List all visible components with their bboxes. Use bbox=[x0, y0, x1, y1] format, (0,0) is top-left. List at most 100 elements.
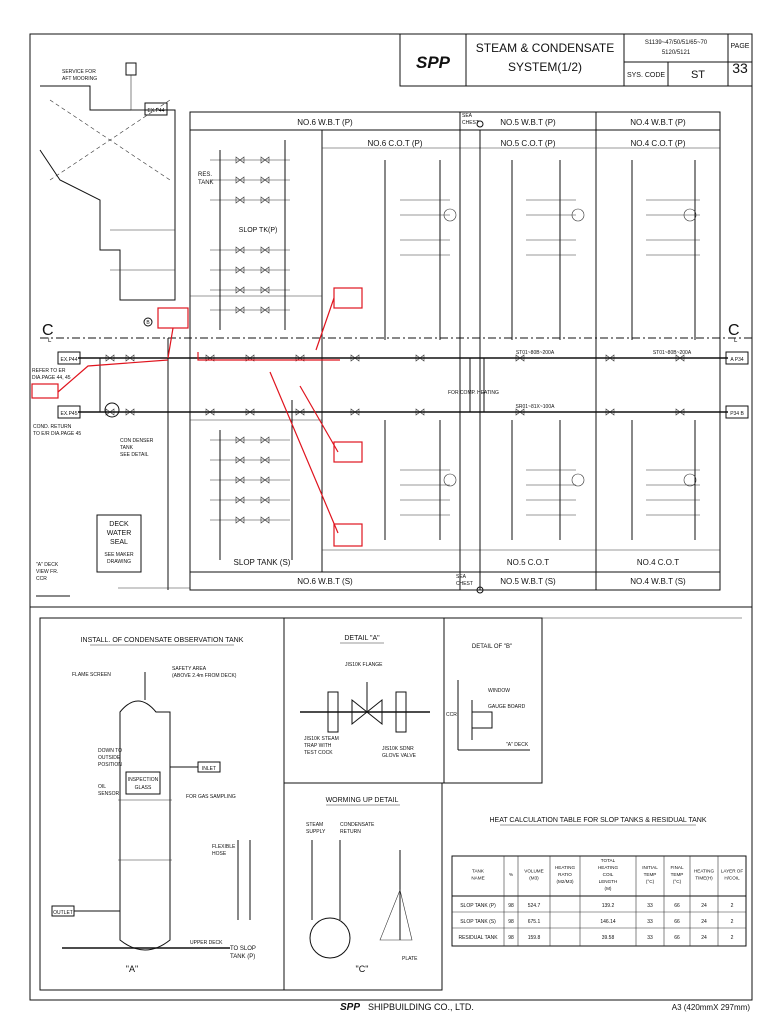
heat-table-cell: 2 bbox=[731, 935, 734, 941]
a-deck-note-1: "A" DECK bbox=[36, 562, 59, 568]
heat-table-cell: 98 bbox=[508, 935, 514, 941]
to-slop-2: TANK (P) bbox=[230, 954, 255, 960]
heat-table-header-cell: (M3) bbox=[529, 876, 539, 881]
heat-table-cell: 2 bbox=[731, 903, 734, 909]
spp-logo: SPP bbox=[416, 53, 451, 72]
observation-tank-body bbox=[119, 700, 171, 951]
heat-table-header-cell: TOTAL bbox=[601, 858, 616, 863]
outlet-label: OUTLET bbox=[53, 910, 73, 916]
heat-table-header-cell: (°C) bbox=[673, 879, 682, 884]
heat-table-cell: 33 bbox=[647, 919, 653, 925]
cond-return-note-1: COND. RETURN bbox=[33, 424, 72, 430]
heat-table-cell: SLOP TANK (P) bbox=[460, 903, 496, 909]
page-number: 33 bbox=[732, 60, 748, 76]
heat-table-header-cell: VOLUME bbox=[524, 869, 543, 874]
heat-table-header-cell: HEATING bbox=[694, 869, 715, 874]
steam-trap-1: JIS10K STEAM bbox=[304, 736, 339, 742]
markup-box-2[interactable] bbox=[157, 307, 189, 329]
detail-a-title: DETAIL "A" bbox=[344, 635, 380, 642]
a-deck-label: "A" DECK bbox=[506, 742, 529, 748]
markup-box-3[interactable] bbox=[333, 287, 363, 309]
heat-table-header-cell: LENGTH bbox=[599, 879, 618, 884]
svg-text:EX.P44: EX.P44 bbox=[148, 108, 165, 114]
heat-table-header-cell: LAYER OF bbox=[721, 869, 744, 874]
footer-company: SHIPBUILDING CO., LTD. bbox=[368, 1002, 474, 1012]
tank-no5-wbt-p: NO.5 W.B.T (P) bbox=[500, 118, 556, 127]
a-deck-note-2: VIEW FR. bbox=[36, 569, 58, 575]
detail-b: DETAIL OF "B" WINDOW GAUGE BOARD CCR "A"… bbox=[443, 617, 543, 784]
tank-no4-wbt-s: NO.4 W.B.T (S) bbox=[630, 577, 686, 586]
detail-a: DETAIL "A" JIS10K FLANGE JIS10K STEAM TR… bbox=[283, 617, 445, 784]
heat-table-cell: 98 bbox=[508, 919, 514, 925]
cl-mark-right: C bbox=[728, 322, 740, 339]
connector-ex-p44-label: EX.P44 bbox=[61, 357, 78, 363]
condenser-area: CON DENSER TANK SEE DETAIL DECK WATER SE… bbox=[36, 402, 190, 597]
inspection-2: GLASS bbox=[135, 785, 152, 791]
warming-up-detail: WORMING UP DETAIL STEAM SUPPLY CONDENSAT… bbox=[283, 782, 443, 991]
sys-code-value: ST bbox=[691, 69, 705, 81]
heat-table-header-cell: HEATING bbox=[555, 865, 576, 870]
tank-no5-cot-p: NO.5 C.O.T (P) bbox=[501, 139, 556, 148]
hull-nos-1: S1139~47/50/51/65~70 bbox=[645, 40, 708, 46]
sheet-border bbox=[29, 33, 753, 1001]
heat-table-cell: RESIDUAL TANK bbox=[458, 935, 498, 941]
connector-p34-b[interactable] bbox=[725, 405, 749, 419]
heat-table-cell: 24 bbox=[701, 935, 707, 941]
connector-ex-p45[interactable] bbox=[57, 405, 81, 419]
heat-table-header-cell: TEMP bbox=[671, 872, 684, 877]
oil-sensor-1: OIL bbox=[98, 784, 106, 790]
markup-box-4[interactable] bbox=[333, 441, 363, 463]
steam-supply-1: STEAM bbox=[306, 822, 323, 828]
connector-p34-a[interactable] bbox=[725, 351, 749, 365]
steam-trap-3: TEST COCK bbox=[304, 750, 333, 756]
footer-paper-size: A3 (420mmX 297mm) bbox=[672, 1003, 751, 1012]
connector-ex-p45-label: EX.P45 bbox=[61, 411, 78, 417]
plate-label: PLATE bbox=[402, 956, 418, 962]
slop-tank-s: SLOP TANK (S) bbox=[234, 558, 291, 567]
condenser-note-3: SEE DETAIL bbox=[120, 452, 149, 458]
service-note-2: AFT MOORING bbox=[62, 76, 97, 82]
down-to-1: DOWN TO bbox=[98, 748, 122, 754]
heat-table-header-cell: TIME(H) bbox=[695, 876, 713, 881]
heat-table-cell: 2 bbox=[731, 919, 734, 925]
sea-chest-bot-2: CHEST bbox=[456, 581, 473, 587]
safety-area-1: SAFETY AREA bbox=[172, 666, 207, 672]
heat-table-header: TANKNAME%VOLUME(M3)HEATINGRATIO(M2/M3)TO… bbox=[471, 856, 743, 946]
condenser-note-1: CON DENSER bbox=[120, 438, 154, 444]
markup-box-5[interactable] bbox=[333, 523, 363, 547]
refer-note-2: DIA.PAGE 44, 45 bbox=[32, 375, 71, 381]
heat-table-cell: 66 bbox=[674, 935, 680, 941]
heat-table-header-cell: % bbox=[509, 872, 513, 877]
for-comp-heating: FOR COMP. HEATING bbox=[448, 390, 499, 396]
heat-table-cell: 33 bbox=[647, 903, 653, 909]
a-deck-note-3: CCR bbox=[36, 576, 47, 582]
cl-sub-left: L bbox=[48, 338, 52, 344]
heat-table-cell: 146.14 bbox=[600, 919, 616, 925]
steam-supply-2: SUPPLY bbox=[306, 829, 326, 835]
steam-main-label-2: ST01~80B~200A bbox=[653, 350, 692, 356]
deck-label-1: DECK bbox=[109, 521, 129, 528]
safety-area-2: (ABOVE 2.4m FROM DECK) bbox=[172, 673, 237, 679]
heat-table-cell: 24 bbox=[701, 903, 707, 909]
heat-table-cell: 39.58 bbox=[602, 935, 615, 941]
footer-logo: SPP bbox=[340, 1002, 360, 1013]
tank-no6-wbt-s: NO.6 W.B.T (S) bbox=[297, 577, 353, 586]
heat-table-cell: 24 bbox=[701, 919, 707, 925]
markup-box-1[interactable] bbox=[31, 383, 59, 399]
install-title: INSTALL. OF CONDENSATE OBSERVATION TANK bbox=[81, 637, 244, 644]
heat-table-header-cell: HEATING bbox=[598, 865, 619, 870]
cond-return-note-2: TO E/R DIA.PAGE 45 bbox=[33, 431, 81, 437]
cond-main-label: SR01~81X~100A bbox=[516, 404, 556, 410]
heat-table-cell: 139.2 bbox=[602, 903, 615, 909]
sea-chest-top-1: SEA bbox=[462, 113, 473, 119]
svg-text:B: B bbox=[146, 320, 150, 326]
view-a-label: "A" bbox=[126, 964, 138, 974]
inspection-glass bbox=[125, 771, 161, 795]
connector-ex-p44[interactable] bbox=[57, 351, 81, 365]
cl-mark-left: C bbox=[42, 322, 54, 339]
refer-note-1: REFER TO ER bbox=[32, 368, 66, 374]
heat-table-header-cell: FINAL bbox=[670, 865, 683, 870]
detail-observation-tank: INSTALL. OF CONDENSATE OBSERVATION TANK … bbox=[39, 617, 285, 991]
